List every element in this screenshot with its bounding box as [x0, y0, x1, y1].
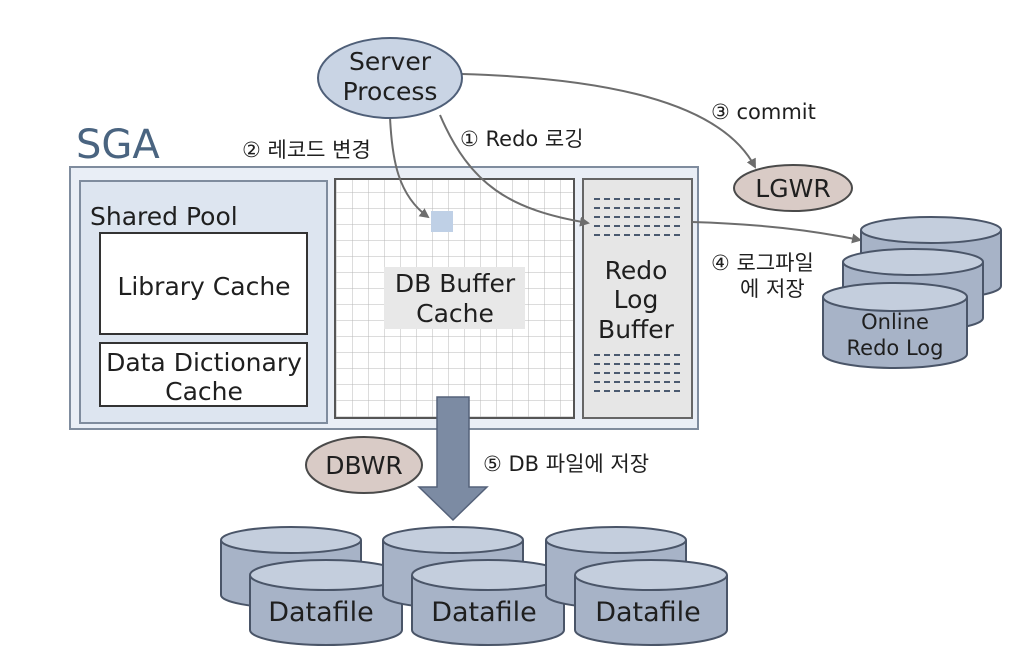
commit-arrow — [461, 73, 756, 169]
library-cache-label: Library Cache — [117, 272, 290, 301]
shared-pool: Shared Pool Library Cache Data Dictionar… — [79, 180, 328, 424]
datafile-group-1: Datafile — [220, 526, 403, 646]
redo-logging-arrow — [439, 114, 590, 227]
db-buffer-cache-label-line1: DB Buffer — [395, 269, 516, 298]
step-redo-logging-label: ① Redo 로깅 — [460, 127, 584, 151]
db-buffer-cache-label-line2: Cache — [416, 299, 494, 328]
datafile-label: Datafile — [595, 597, 701, 628]
step-save-db-file-label: ⑤ DB 파일에 저장 — [483, 452, 649, 476]
redo-log-buffer-label-line1: Redo — [605, 256, 668, 285]
datafile-disk-front — [574, 559, 728, 646]
lgwr-process: LGWR — [733, 164, 853, 212]
server-process-label-line2: Process — [343, 77, 438, 106]
dbwr-process: DBWR — [305, 436, 423, 494]
step-save-logfile-label-line2: 에 저장 — [740, 277, 805, 301]
save-logfile-arrow — [691, 221, 862, 244]
dbwr-label: DBWR — [325, 451, 403, 480]
data-dictionary-cache-label-line2: Cache — [165, 377, 243, 406]
lgwr-label: LGWR — [755, 174, 830, 203]
server-process: Server Process — [317, 37, 463, 119]
server-process-label-line1: Server — [349, 47, 432, 76]
online-redo-log-label-line2: Redo Log — [847, 336, 944, 360]
data-dictionary-cache-box — [99, 342, 308, 407]
sga-title: SGA — [76, 122, 160, 168]
online-redo-log-disk-front — [822, 282, 968, 369]
dbwr-write-arrow — [417, 396, 489, 522]
redo-log-buffer-label-line3: Buffer — [598, 315, 675, 344]
online-redo-log-stack: Online Redo Log — [822, 216, 1002, 369]
data-dictionary-cache-label-line1: Data Dictionary — [106, 348, 302, 377]
library-cache-box — [99, 232, 308, 335]
step-record-change-label: ② 레코드 변경 — [242, 138, 371, 162]
redo-log-buffer: Redo Log Buffer — [582, 178, 693, 419]
step-save-logfile-label-line1: ④ 로그파일 — [711, 251, 814, 275]
datafile-group-3: Datafile — [545, 526, 728, 646]
db-buffer-cache-label-bg — [384, 267, 525, 329]
datafile-label: Datafile — [268, 597, 374, 628]
datafile-label: Datafile — [431, 597, 537, 628]
changed-buffer-block — [431, 211, 453, 232]
redo-log-buffer-label-line2: Log — [614, 285, 659, 314]
step-commit-label: ③ commit — [711, 100, 816, 124]
db-buffer-cache: DB Buffer Cache — [334, 178, 575, 419]
shared-pool-title: Shared Pool — [90, 202, 238, 231]
datafile-group-2: Datafile — [382, 526, 565, 646]
record-change-arrow — [389, 116, 430, 219]
online-redo-log-label-line1: Online — [861, 310, 929, 334]
